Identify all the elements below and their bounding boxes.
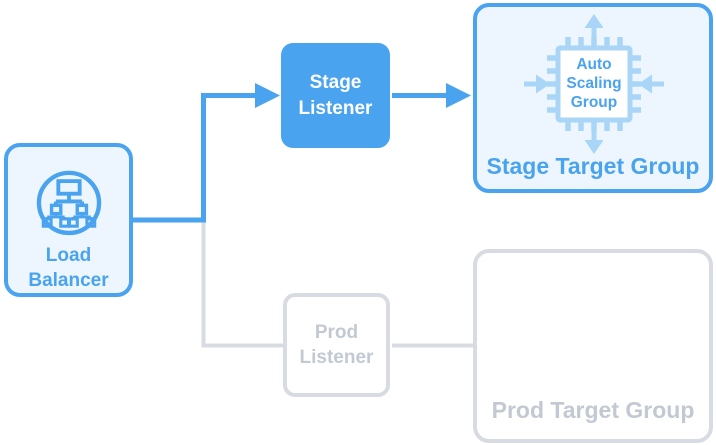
node-prod-target-group: Prod Target Group <box>473 249 713 443</box>
node-stage-listener: Stage Listener <box>281 43 390 148</box>
auto-scaling-group-label: Auto Scaling Group <box>566 56 622 111</box>
auto-scaling-group-chip-icon <box>524 14 664 154</box>
stage-listener-label: Stage Listener <box>298 72 373 119</box>
edge-load-balancer-to-prod-listener <box>201 220 283 348</box>
node-load-balancer: Load Balancer <box>4 143 133 297</box>
stage-target-group-label: Stage Target Group <box>486 153 700 179</box>
load-balancer-icon <box>36 170 101 236</box>
prod-listener-label: Prod Listener <box>299 321 374 368</box>
arrowhead-stage-listener <box>255 83 280 108</box>
arrowhead-stage-target-group <box>446 83 471 108</box>
node-stage-target-group: Auto Scaling Group Stage Target Group <box>473 3 713 193</box>
load-balancer-label: Load Balancer <box>28 244 109 291</box>
node-prod-listener: Prod Listener <box>283 293 390 397</box>
arrow-up-head <box>584 14 604 28</box>
edge-load-balancer-to-stage-listener <box>133 93 256 223</box>
prod-target-group-label: Prod Target Group <box>491 397 695 423</box>
